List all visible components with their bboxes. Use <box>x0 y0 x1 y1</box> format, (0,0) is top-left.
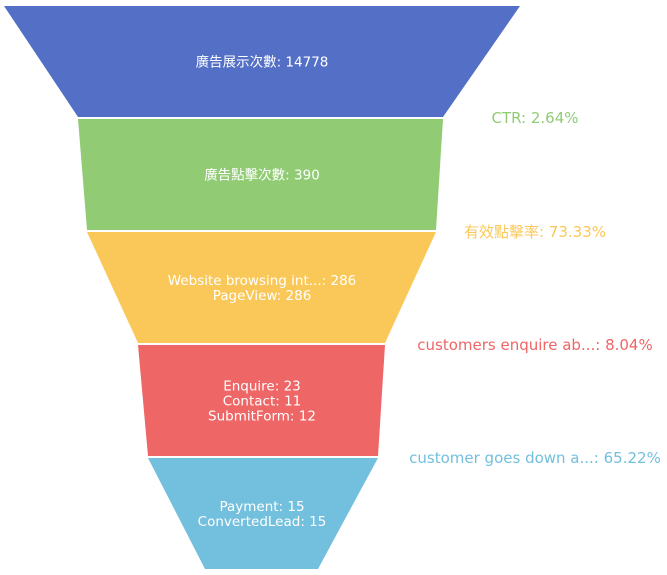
funnel-segment-5-label-2: ConvertedLead: 15 <box>198 514 327 530</box>
funnel-segment-3 <box>87 232 436 343</box>
funnel-segment-2 <box>78 119 443 230</box>
funnel-segment-4-label-3: SubmitForm: 12 <box>208 409 316 425</box>
funnel-segment-4 <box>138 345 385 456</box>
conversion-label-2: 有效點擊率: 73.33% <box>464 223 606 241</box>
funnel-segment-5 <box>148 458 378 569</box>
funnel-segment-4-label-2: Contact: 11 <box>223 394 302 410</box>
funnel-segment-3-label-2: PageView: 286 <box>213 288 312 304</box>
funnel-segment-5-label-1: Payment: 15 <box>219 499 304 515</box>
funnel-segment-2-label-1: 廣告點擊次數: 390 <box>204 167 320 184</box>
funnel-segment-1-label-1: 廣告展示次數: 14778 <box>196 54 329 71</box>
conversion-label-1: CTR: 2.64% <box>491 109 578 127</box>
funnel-segment-4-label-1: Enquire: 23 <box>223 379 301 395</box>
funnel-segment-1 <box>4 6 520 117</box>
conversion-label-3: customers enquire ab...: 8.04% <box>417 336 652 354</box>
funnel-segment-3-label-1: Website browsing int...: 286 <box>168 273 357 289</box>
conversion-label-4: customer goes down a...: 65.22% <box>409 449 661 467</box>
